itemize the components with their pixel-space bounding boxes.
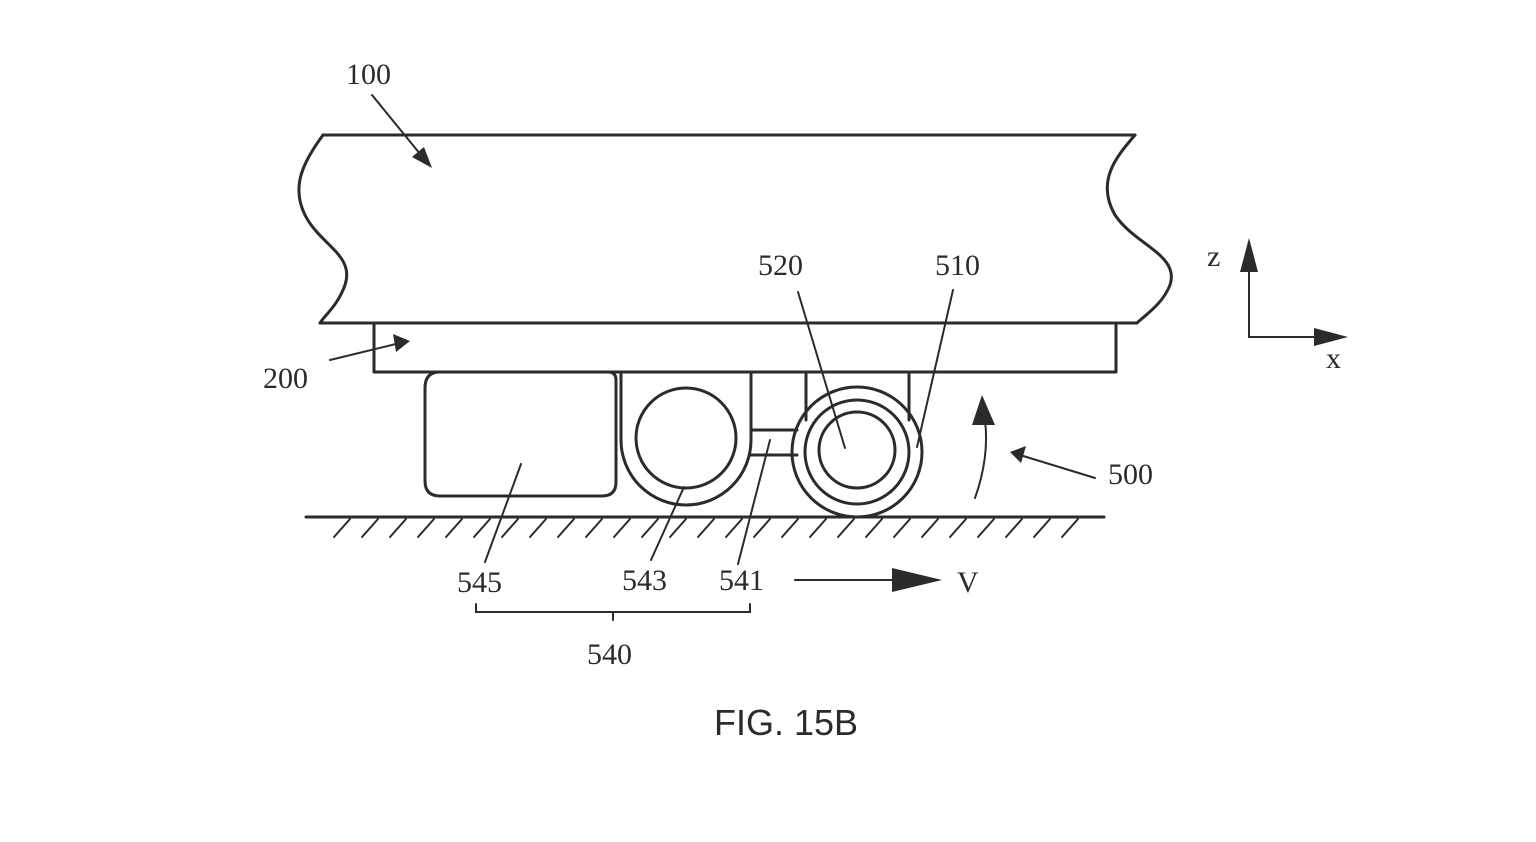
axle-520 bbox=[817, 410, 897, 490]
figure-caption: FIG. 15B bbox=[714, 702, 858, 743]
arrowhead-100 bbox=[412, 147, 432, 168]
axis-z-label: z bbox=[1207, 240, 1220, 273]
arrowhead-200 bbox=[393, 334, 410, 352]
ground-hatch bbox=[669, 518, 687, 538]
label-545: 545 bbox=[457, 566, 502, 599]
rotation-arrow bbox=[972, 395, 995, 499]
ground-hatch bbox=[557, 518, 575, 538]
label-520: 520 bbox=[758, 249, 803, 282]
ground-hatch bbox=[585, 518, 603, 538]
leader-541 bbox=[737, 439, 771, 565]
ground-hatch bbox=[781, 518, 799, 538]
wheel-510 bbox=[790, 370, 924, 519]
ground-hatch bbox=[389, 518, 407, 538]
ground-hatch bbox=[529, 518, 547, 538]
label-100: 100 bbox=[346, 58, 391, 91]
velocity-label: V bbox=[957, 566, 979, 599]
leader-510 bbox=[916, 289, 954, 448]
ground-hatch bbox=[361, 518, 379, 538]
roller-543 bbox=[619, 370, 753, 507]
leader-543 bbox=[650, 486, 685, 561]
leader-520 bbox=[797, 291, 846, 449]
link-541 bbox=[749, 428, 799, 457]
ground-hatch bbox=[445, 518, 463, 538]
brace-540 bbox=[475, 603, 751, 621]
ground-hatch bbox=[753, 518, 771, 538]
ground-hatch bbox=[1033, 518, 1051, 538]
ground-hatch bbox=[893, 518, 911, 538]
ground-hatch bbox=[809, 518, 827, 538]
coordinate-axes bbox=[1240, 238, 1348, 346]
leader-200 bbox=[329, 342, 401, 361]
reference-labels: 100 200 520 510 500 545 543 541 540 V z … bbox=[263, 58, 1341, 671]
ground-hatch bbox=[921, 518, 939, 538]
leader-500 bbox=[1019, 454, 1096, 479]
z-arrowhead bbox=[1240, 238, 1258, 272]
plate-200 bbox=[372, 321, 1118, 374]
label-200: 200 bbox=[263, 362, 308, 395]
ground-hatch bbox=[473, 518, 491, 538]
label-543: 543 bbox=[622, 564, 667, 597]
ground-hatch bbox=[333, 518, 351, 538]
x-arrowhead bbox=[1314, 328, 1348, 346]
ground-hatch bbox=[641, 518, 659, 538]
ground-hatch bbox=[1061, 518, 1079, 538]
ground-hatch bbox=[417, 518, 435, 538]
ground-hatch bbox=[697, 518, 715, 538]
block-545 bbox=[423, 370, 618, 498]
velocity-arrow bbox=[794, 568, 942, 592]
arrowhead-500 bbox=[1010, 446, 1026, 463]
leader-545 bbox=[484, 463, 522, 563]
ground-hatch bbox=[613, 518, 631, 538]
ground bbox=[304, 515, 1106, 538]
ground-hatch bbox=[837, 518, 855, 538]
ground-hatch bbox=[977, 518, 995, 538]
ground-hatch bbox=[501, 518, 519, 538]
label-540: 540 bbox=[587, 638, 632, 671]
label-541: 541 bbox=[719, 564, 764, 597]
ground-hatch bbox=[1005, 518, 1023, 538]
label-500: 500 bbox=[1108, 458, 1153, 491]
leader-100 bbox=[371, 94, 426, 161]
label-510: 510 bbox=[935, 249, 980, 282]
ground-hatch bbox=[725, 518, 743, 538]
ground-hatch bbox=[949, 518, 967, 538]
ground-hatch bbox=[865, 518, 883, 538]
axis-x-label: x bbox=[1326, 342, 1341, 375]
leader-lines bbox=[329, 94, 1096, 621]
